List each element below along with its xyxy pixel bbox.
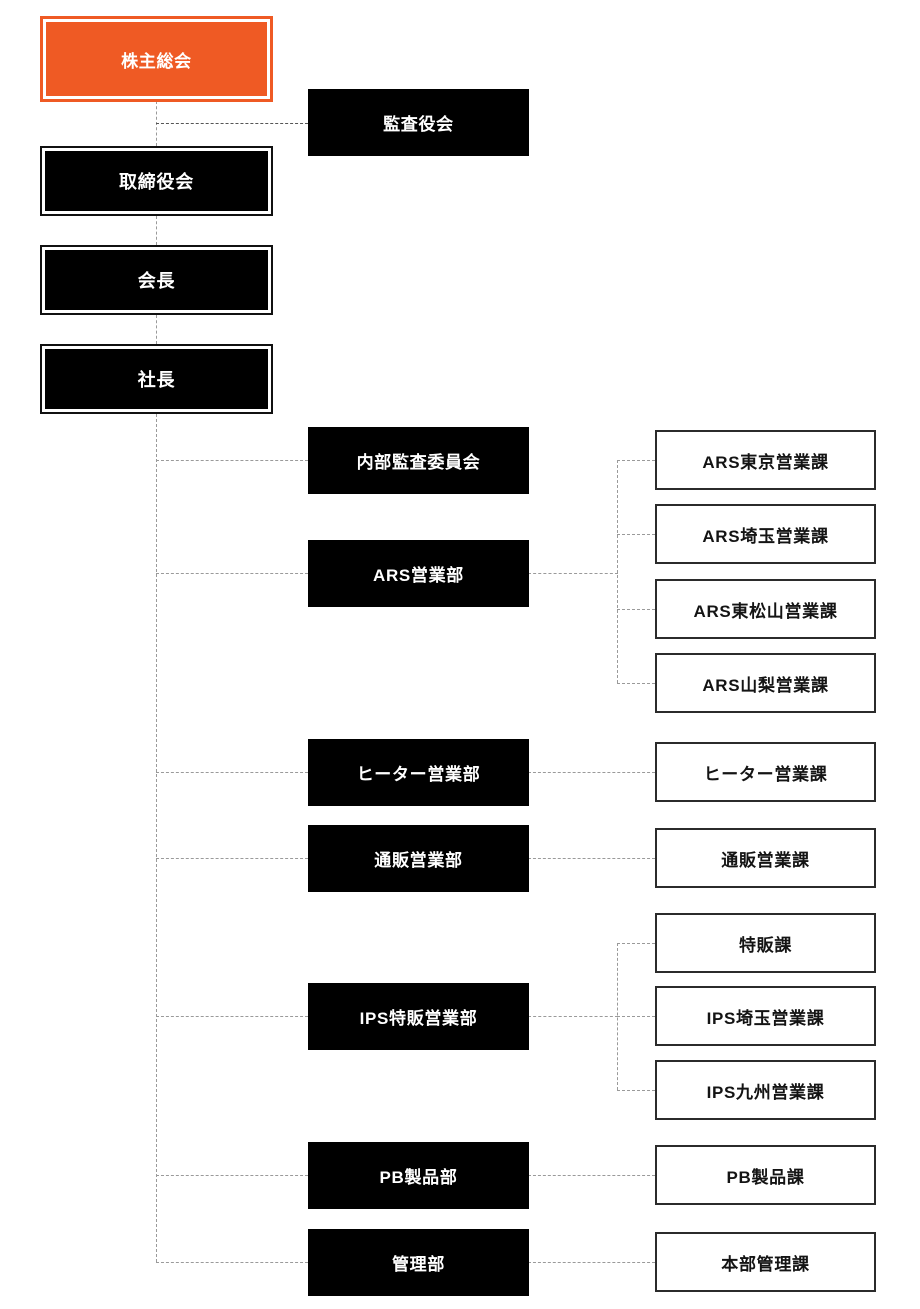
node-label: ヒーター営業部 [356,765,481,784]
node-shareholders-meeting[interactable]: 株主総会 [40,16,273,102]
node-ars-saitama-sales-section[interactable]: ARS埼玉営業課 [655,504,876,564]
node-ips-special-sales-division[interactable]: IPS特販営業部 [308,983,529,1050]
connector-trunk-board-chairman [156,216,157,245]
node-label: 特販課 [738,935,793,955]
connector-ips-stem [528,1016,618,1017]
node-label: 監査役会 [383,115,454,134]
node-administration-division[interactable]: 管理部 [308,1229,529,1296]
node-label: ARS東松山営業課 [693,601,838,621]
node-ars-yamanashi-sales-section[interactable]: ARS山梨営業課 [655,653,876,713]
node-mailorder-sales-division[interactable]: 通販営業部 [308,825,529,892]
connector-audit-board [156,123,308,124]
node-label: ARS営業部 [373,566,464,585]
node-label: 管理部 [391,1255,446,1274]
connector-pb-section [528,1175,655,1176]
node-mailorder-sales-section[interactable]: 通販営業課 [655,828,876,888]
node-label: 本部管理課 [721,1254,810,1274]
node-ips-saitama-sales-section[interactable]: IPS埼玉営業課 [655,986,876,1046]
connector-administration-section [528,1262,655,1263]
node-audit-and-supervisory-board[interactable]: 監査役会 [308,89,529,156]
node-label: 通販営業課 [721,850,810,870]
connector-ips-saitama [617,1016,655,1017]
node-internal-audit-committee[interactable]: 内部監査委員会 [308,427,529,494]
node-label: 株主総会 [121,51,192,71]
node-label: ARS東京営業課 [702,452,829,472]
node-ars-sales-division[interactable]: ARS営業部 [308,540,529,607]
node-heater-sales-section[interactable]: ヒーター営業課 [655,742,876,802]
connector-ips-special [617,943,655,944]
connector-heater-section [528,772,655,773]
node-label: 取締役会 [119,172,194,192]
node-label: 内部監査委員会 [356,453,481,472]
connector-to-ars-sales-division [156,573,308,574]
connector-ars-stem [528,573,618,574]
connector-ars-higashimatsuyama [617,609,655,610]
node-special-sales-section[interactable]: 特販課 [655,913,876,973]
connector-to-ips-special-sales-division [156,1016,308,1017]
connector-to-pb-products-division [156,1175,308,1176]
node-label: 社長 [137,370,176,390]
node-label: IPS埼玉営業課 [706,1008,825,1028]
connector-to-internal-audit-committee [156,460,308,461]
connector-trunk-chairman-president [156,315,157,344]
node-label: PB製品部 [379,1168,458,1187]
node-label: PB製品課 [726,1167,805,1187]
connector-to-mailorder-sales-division [156,858,308,859]
connector-ips-kyushu [617,1090,655,1091]
connector-mailorder-section [528,858,655,859]
node-label: ヒーター営業課 [703,764,828,784]
node-label: ARS山梨営業課 [702,675,829,695]
node-ars-tokyo-sales-section[interactable]: ARS東京営業課 [655,430,876,490]
node-heater-sales-division[interactable]: ヒーター営業部 [308,739,529,806]
node-pb-products-division[interactable]: PB製品部 [308,1142,529,1209]
node-label: 通販営業部 [374,851,463,870]
node-label: IPS九州営業課 [706,1082,825,1102]
node-pb-products-section[interactable]: PB製品課 [655,1145,876,1205]
connector-ars-saitama [617,534,655,535]
connector-to-heater-sales-division [156,772,308,773]
connector-ars-tokyo [617,460,655,461]
connector-ars-spine [617,460,618,683]
node-label: 会長 [137,271,176,291]
node-board-of-directors[interactable]: 取締役会 [40,146,273,216]
node-ips-kyushu-sales-section[interactable]: IPS九州営業課 [655,1060,876,1120]
node-headquarters-administration-section[interactable]: 本部管理課 [655,1232,876,1292]
node-president[interactable]: 社長 [40,344,273,414]
node-chairman[interactable]: 会長 [40,245,273,315]
connector-ars-yamanashi [617,683,655,684]
connector-to-administration-division [156,1262,308,1263]
node-label: ARS埼玉営業課 [702,526,829,546]
node-label: IPS特販営業部 [359,1009,478,1028]
connector-trunk-main [156,414,157,1262]
node-ars-higashimatsuyama-sales-section[interactable]: ARS東松山営業課 [655,579,876,639]
